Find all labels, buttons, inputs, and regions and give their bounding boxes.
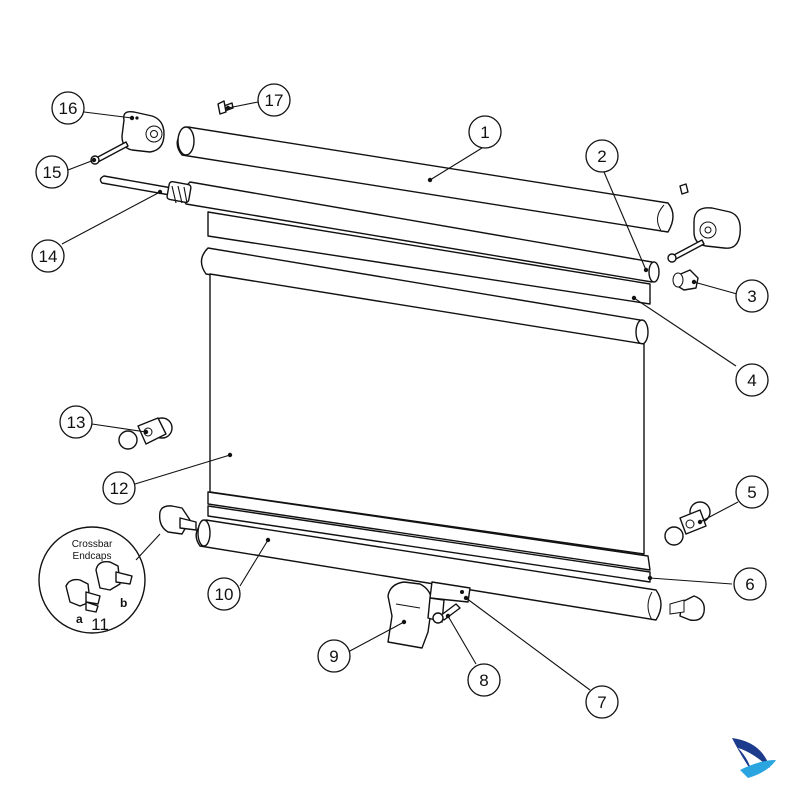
crossbar-right-endcap xyxy=(669,595,705,622)
callout-2-label: 2 xyxy=(597,147,606,166)
callout-16: 16 xyxy=(51,91,85,125)
callout-10-label: 10 xyxy=(215,585,234,604)
callout-1-label: 1 xyxy=(480,123,489,142)
part-4-top-strip xyxy=(207,211,651,305)
callout-17: 17 xyxy=(257,83,291,117)
callout-15-label: 15 xyxy=(43,163,62,182)
callout-5: 5 xyxy=(735,475,769,509)
part-8-screw xyxy=(432,603,461,624)
callout-4: 4 xyxy=(735,363,769,397)
inset-crossbar-endcaps: Crossbar Endcaps a b xyxy=(38,526,161,634)
part-1-cover-tube xyxy=(176,126,674,233)
callout-8: 8 xyxy=(467,663,501,697)
part-3-plug xyxy=(672,269,699,291)
callout-11: 11 xyxy=(91,615,109,634)
callout-9: 9 xyxy=(317,639,351,673)
crossbar-left-endcap xyxy=(158,505,197,535)
callout-7-label: 7 xyxy=(597,693,606,712)
inset-label-b: b xyxy=(120,596,127,610)
inset-label-a: a xyxy=(76,612,83,626)
leader-lines xyxy=(61,101,739,691)
part-10-crossbar xyxy=(195,519,662,621)
callout-14-label: 14 xyxy=(39,247,58,266)
part-9-clamp xyxy=(387,581,433,649)
callout-5-label: 5 xyxy=(747,483,756,502)
inset-title-line1: Crossbar xyxy=(72,539,113,550)
callout-1: 1 xyxy=(468,115,502,149)
callout-13-label: 13 xyxy=(67,413,86,432)
callout-9-label: 9 xyxy=(329,647,338,666)
callout-8-label: 8 xyxy=(479,671,488,690)
part-5-knob xyxy=(664,501,711,546)
callout-16-label: 16 xyxy=(59,99,78,118)
part-13-knob xyxy=(118,417,173,450)
callout-10: 10 xyxy=(207,577,241,611)
callout-4-label: 4 xyxy=(747,371,756,390)
callout-3-label: 3 xyxy=(747,287,756,306)
callout-11-label: 11 xyxy=(91,615,109,634)
callout-6-label: 6 xyxy=(745,575,754,594)
right-bracket xyxy=(667,183,741,263)
part-12-fabric-panel xyxy=(209,273,645,555)
callout-6: 6 xyxy=(733,567,767,601)
callout-2: 2 xyxy=(585,139,619,173)
callout-7: 7 xyxy=(585,685,619,719)
callout-17-label: 17 xyxy=(265,91,284,110)
part-6-bottom-bar xyxy=(207,491,651,583)
callout-12: 12 xyxy=(102,471,136,505)
bird-wing-logo-icon xyxy=(732,738,776,778)
callout-12-label: 12 xyxy=(110,479,129,498)
callout-3: 3 xyxy=(735,279,769,313)
callout-13: 13 xyxy=(59,405,93,439)
callout-15: 15 xyxy=(35,155,69,189)
callout-14: 14 xyxy=(31,239,65,273)
inset-title-line2: Endcaps xyxy=(73,551,112,562)
part-15-screw xyxy=(90,141,129,165)
